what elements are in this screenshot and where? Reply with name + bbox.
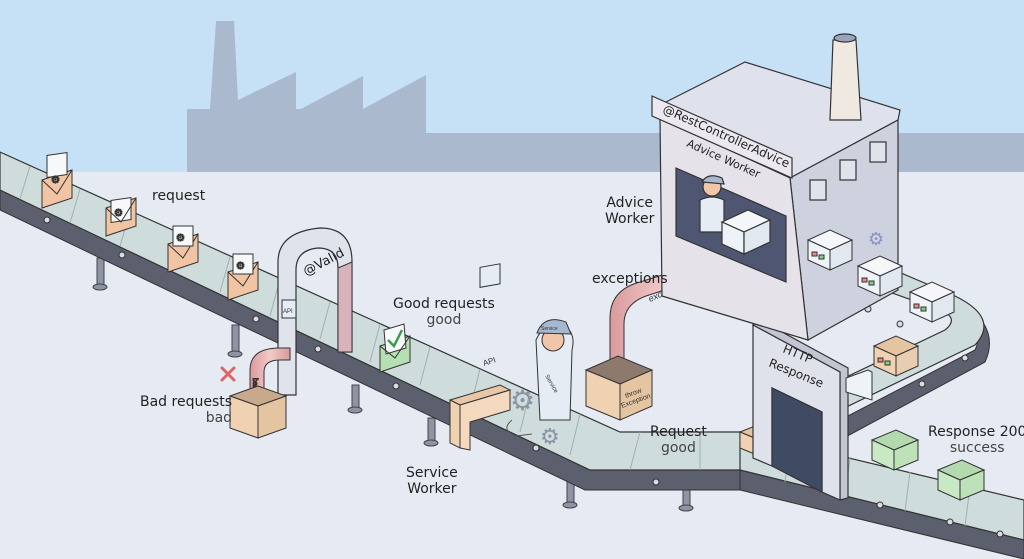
chimney	[829, 39, 862, 121]
api-tag-gate	[281, 299, 297, 319]
label-service-worker: Service Worker	[406, 465, 458, 497]
svg-text:API: API	[283, 309, 293, 315]
label-good-requests: Good requests good	[393, 296, 495, 328]
response-200-sub: success	[949, 440, 1005, 456]
success-box-1	[870, 429, 920, 471]
svg-text:⚙: ⚙	[114, 208, 123, 219]
service-worker-title: Service	[406, 465, 458, 481]
envelope-request-3: ⚙	[167, 225, 199, 273]
envelope-request-1: ⚙	[41, 152, 73, 209]
gear-icon: ⚙	[868, 229, 884, 249]
error-response-boxes	[806, 229, 956, 401]
gear-icon: ⚙	[540, 424, 560, 449]
advice-worker-title: Advice	[606, 195, 654, 211]
reject-x-icon	[220, 366, 236, 382]
service-worker-sub: Worker	[407, 481, 457, 497]
error-response-box-2	[856, 255, 904, 297]
label-advice-worker: Advice Worker	[605, 195, 654, 227]
request-good-title: Request	[650, 424, 707, 440]
request-good-sub: good	[660, 440, 696, 456]
envelope-request-2: ⚙	[105, 197, 137, 237]
service-station: API Service Service ⚙ ⚙	[448, 263, 574, 451]
svg-text:⚙: ⚙	[236, 261, 245, 272]
success-box-2	[936, 459, 986, 501]
svg-text:⚙: ⚙	[51, 175, 60, 186]
error-response-box-3	[908, 281, 956, 323]
label-bad-requests: Bad requests bad	[140, 394, 232, 426]
service-worker-figure: Service Service	[535, 319, 574, 421]
request-envelopes: ⚙ ⚙ ⚙ ⚙	[41, 152, 259, 301]
svg-text:Service: Service	[541, 326, 558, 332]
building-sign	[651, 95, 793, 179]
label-request: request	[152, 188, 206, 204]
error-response-box-1	[806, 229, 854, 271]
rotate-arrow-icon	[506, 419, 533, 437]
label-exceptions: exceptions	[592, 271, 668, 287]
label-response-200: Response 200 success	[928, 424, 1024, 456]
advice-worker-sub: Worker	[605, 211, 655, 227]
api-tag-service	[479, 263, 501, 288]
error-response-box-4	[872, 335, 920, 377]
bad-pipe-label: bad	[251, 378, 258, 390]
svg-text:API: API	[482, 355, 497, 368]
bad-requests-sub: bad	[205, 410, 233, 426]
advice-worker-figure	[699, 175, 772, 255]
label-request-good: Request good	[650, 424, 707, 456]
bad-requests-title: Bad requests	[140, 394, 233, 410]
good-request-envelope	[379, 323, 411, 373]
gear-icon: ⚙	[510, 385, 535, 416]
response-200-title: Response 200	[928, 424, 1024, 440]
error-response-box-5	[845, 369, 873, 401]
http-response-gate: HTTP Response	[751, 319, 849, 501]
check-icon	[387, 329, 404, 349]
advice-building: @RestControllerAdvice Advice Worker ⚙	[651, 33, 901, 341]
good-requests-sub: good	[426, 312, 462, 328]
svg-text:⚙: ⚙	[176, 233, 185, 244]
bad-requests-bin: bad	[220, 347, 291, 439]
good-requests-title: Good requests	[393, 296, 495, 312]
envelope-request-4: ⚙	[227, 253, 259, 301]
success-boxes	[870, 429, 986, 501]
